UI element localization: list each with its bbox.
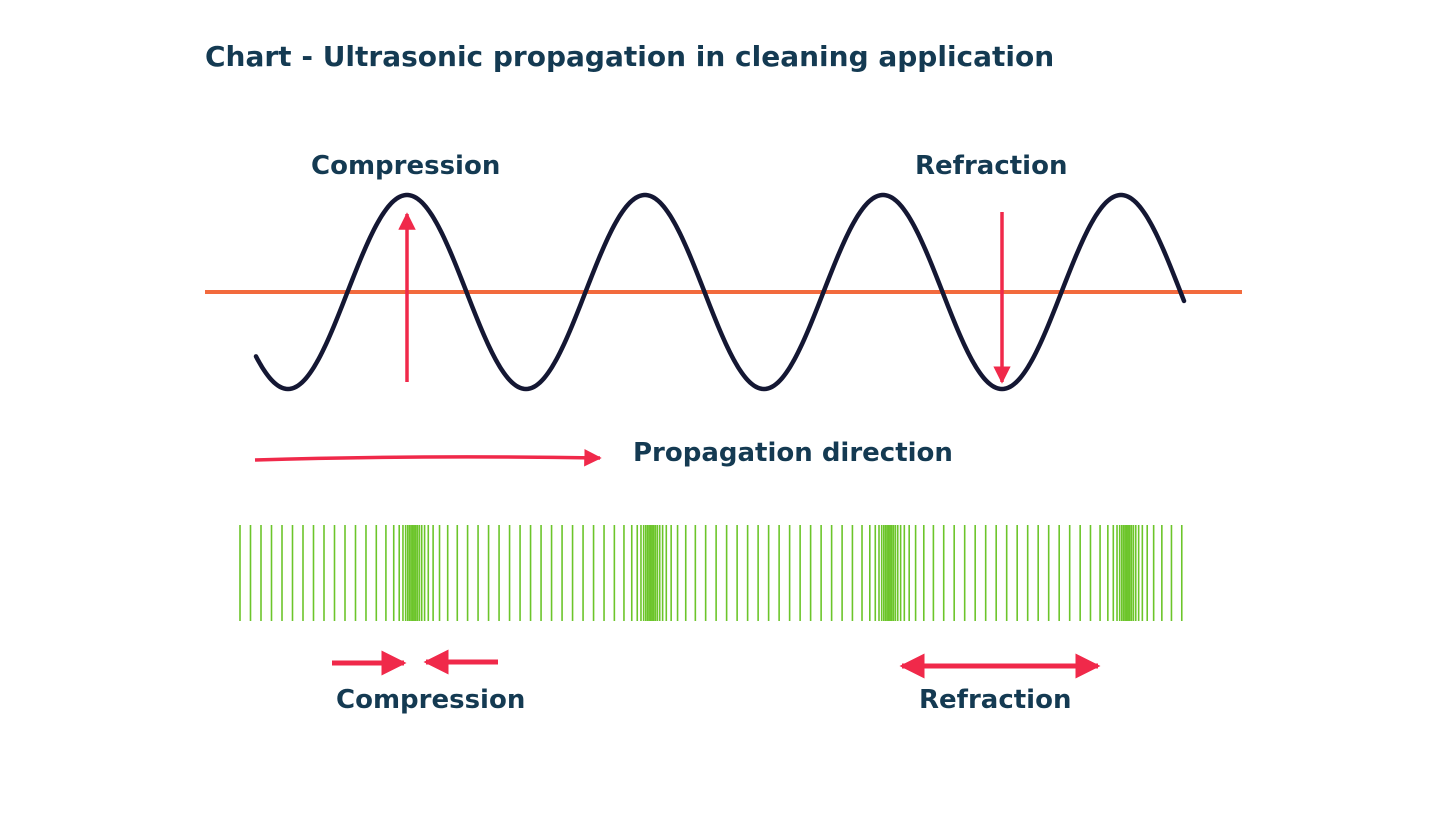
wave-refraction-label: Refraction <box>915 151 1068 181</box>
bottom-refraction-label: Refraction <box>919 685 1072 715</box>
propagation-direction-label: Propagation direction <box>633 438 953 468</box>
sine-wave <box>253 192 1187 392</box>
compression-inward-arrows <box>332 649 498 676</box>
chart-title: Chart - Ultrasonic propagation in cleani… <box>205 40 1055 73</box>
propagation-arrow <box>254 448 602 467</box>
wave-compression-label: Compression <box>311 151 501 181</box>
bottom-compression-label: Compression <box>336 685 526 715</box>
pressure-lines <box>239 525 1183 621</box>
